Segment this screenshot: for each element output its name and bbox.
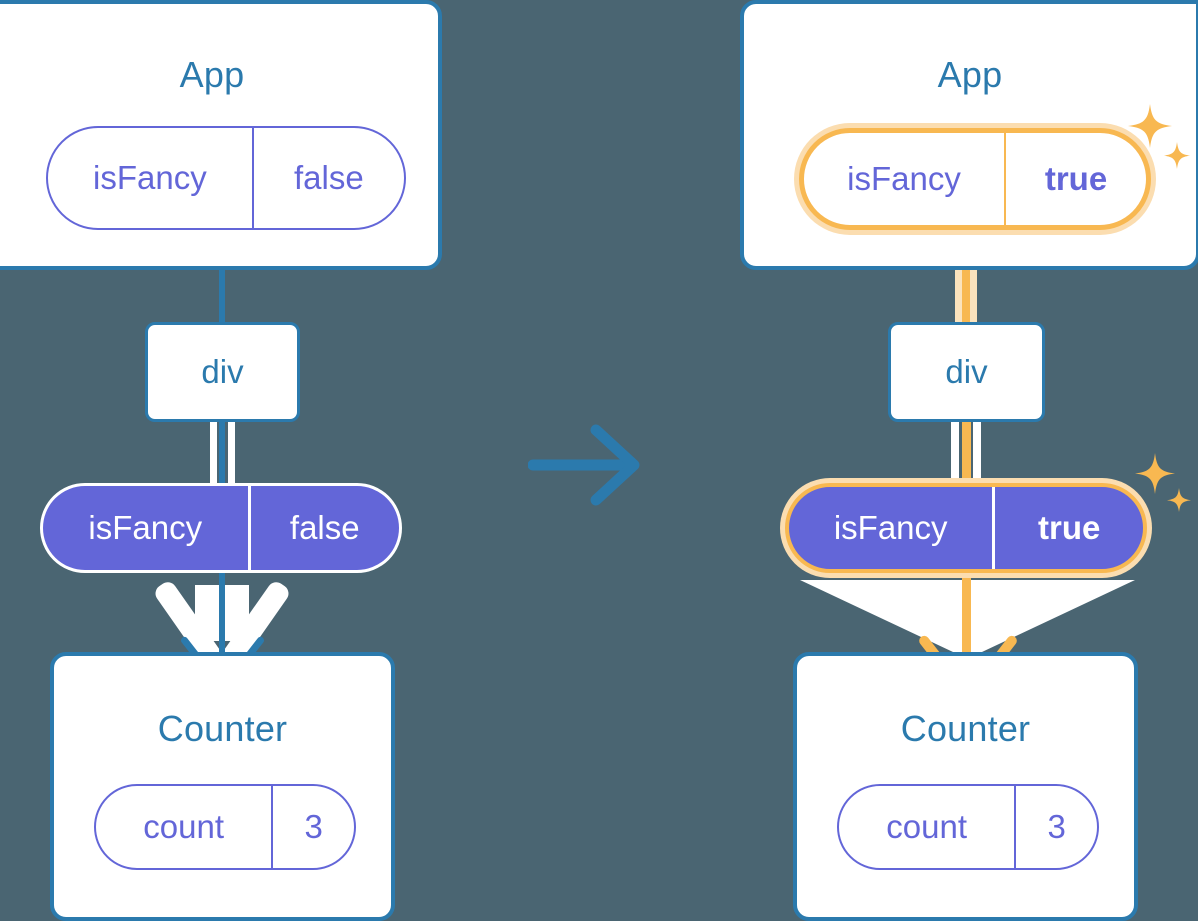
card-app-title: App	[179, 54, 245, 95]
rail-right-div-to-prop	[228, 416, 235, 488]
sparkle-prop-pill-icon	[1133, 450, 1195, 522]
pill-value: false	[251, 128, 404, 228]
right-arrow-icon	[527, 424, 640, 506]
rail-right-div-to-prop	[973, 418, 981, 490]
sparkle-app-pill-icon	[1126, 100, 1196, 180]
card-counter-title: Counter	[900, 708, 1031, 749]
pill-app-isfancy-before[interactable]: isFancy false	[46, 126, 406, 230]
dom-node-label: div	[945, 353, 988, 390]
pill-key: count	[886, 808, 967, 845]
chevron-right-wing	[965, 580, 1135, 660]
pill-value: true	[992, 487, 1143, 569]
dom-node-div-after[interactable]: div	[888, 322, 1045, 422]
pill-key: count	[143, 808, 224, 845]
pill-prop-isfancy-before[interactable]: isFancy false	[40, 483, 402, 573]
pill-value: 3	[1014, 786, 1097, 868]
rail-left-div-to-prop	[210, 416, 217, 488]
pill-key: isFancy	[88, 509, 203, 546]
pill-counter-count-after[interactable]: count 3	[837, 784, 1099, 870]
pill-key: isFancy	[847, 160, 961, 197]
dom-node-label: div	[201, 353, 244, 390]
wire-div-to-prop	[219, 416, 225, 488]
pill-counter-count-before[interactable]: count 3	[94, 784, 356, 870]
card-app-title: App	[937, 54, 1003, 95]
wire-app-to-div	[962, 214, 970, 330]
card-counter-after[interactable]: Counter count 3	[793, 652, 1138, 921]
chevron-left-wing	[800, 580, 970, 660]
card-app-after[interactable]: App isFancy true	[740, 0, 1198, 270]
wire-prop-to-counter	[219, 565, 225, 653]
transition-arrow-icon	[527, 420, 648, 510]
wire-div-to-prop	[962, 418, 971, 490]
card-counter-title: Counter	[157, 708, 288, 749]
pill-key: isFancy	[833, 509, 948, 546]
pill-prop-isfancy-after[interactable]: isFancy true	[785, 483, 1147, 573]
rail-left-div-to-prop	[951, 418, 959, 490]
dom-node-div-before[interactable]: div	[145, 322, 300, 422]
pill-value: false	[247, 486, 399, 570]
pill-key: isFancy	[93, 159, 207, 196]
card-counter-before[interactable]: Counter count 3	[50, 652, 395, 921]
wire-app-to-div	[219, 214, 225, 326]
pill-app-isfancy-after[interactable]: isFancy true	[799, 128, 1151, 230]
pill-value: 3	[271, 786, 354, 868]
card-app-before[interactable]: App isFancy false	[0, 0, 442, 270]
wire-prop-to-counter	[962, 562, 971, 660]
pill-value: true	[1004, 133, 1146, 225]
